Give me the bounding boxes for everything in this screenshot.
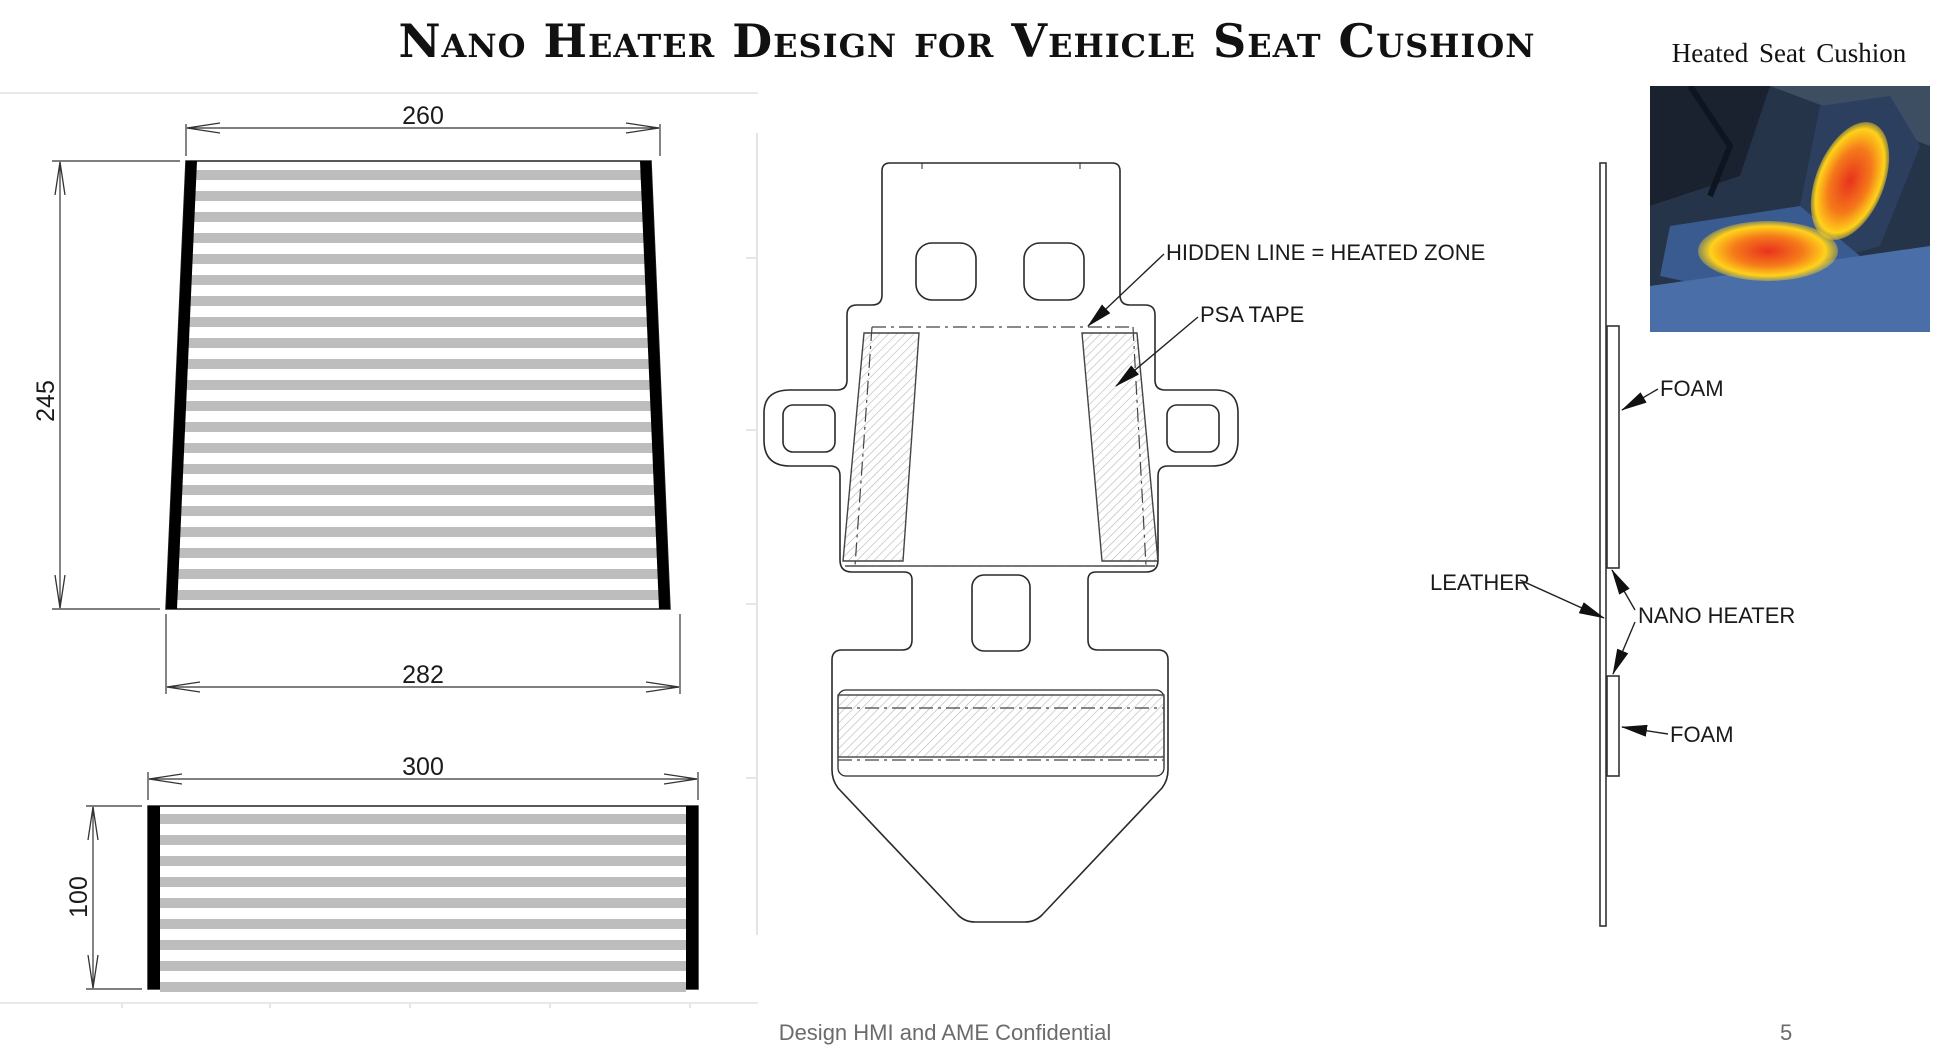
heater-stripe	[166, 569, 670, 579]
seat-layout	[763, 162, 1239, 923]
slide-title: Nano Heater Design for Vehicle Seat Cush…	[398, 14, 1536, 68]
heater-stripe	[166, 317, 670, 327]
photo-caption: Heated Seat Cushion	[1671, 38, 1907, 68]
hidden-line-callout: HIDDEN LINE = HEATED ZONE	[1166, 240, 1485, 265]
heater-stripe	[160, 961, 686, 971]
trapezoid-height-label: 245	[32, 380, 60, 422]
leather-callout: LEATHER	[1430, 570, 1530, 595]
heater-stripe	[166, 590, 670, 600]
trapezoid-left-electrode	[166, 161, 197, 609]
heater-stripe	[166, 275, 670, 285]
cross-section	[1599, 162, 1620, 927]
foam-top-callout: FOAM	[1660, 376, 1724, 401]
heater-rectangle	[147, 805, 699, 992]
heater-trapezoid-stripes	[166, 170, 670, 600]
foam-layer-bottom	[1606, 675, 1620, 777]
heater-stripe	[166, 485, 670, 495]
heater-stripe	[166, 422, 670, 432]
footer-confidential: Design HMI and AME Confidential	[778, 1020, 1112, 1045]
nano-heater-callout: NANO HEATER	[1638, 603, 1795, 628]
heater-stripe	[166, 359, 670, 369]
heater-stripe	[160, 856, 686, 866]
heater-stripe	[166, 233, 670, 243]
heater-stripe	[166, 380, 670, 390]
psa-tape-bottom	[837, 694, 1165, 758]
heater-stripe	[166, 254, 670, 264]
heater-stripe	[166, 338, 670, 348]
heater-stripe	[160, 982, 686, 992]
heater-stripe	[166, 401, 670, 411]
heater-stripe	[166, 443, 670, 453]
heater-stripe	[160, 940, 686, 950]
heater-stripe	[166, 527, 670, 537]
trapezoid-bottom-width-label: 282	[402, 661, 444, 689]
psa-tape-left	[842, 332, 920, 562]
heater-stripe	[166, 506, 670, 516]
rectangle-width-label: 300	[402, 753, 444, 781]
heater-trapezoid	[165, 160, 671, 610]
foam-bottom-callout: FOAM	[1670, 722, 1734, 747]
heater-stripe	[160, 877, 686, 887]
rectangle-right-electrode	[686, 806, 698, 989]
heater-stripe	[160, 919, 686, 929]
heater-stripe	[160, 898, 686, 908]
trapezoid-right-electrode	[640, 161, 670, 609]
heater-stripe	[166, 464, 670, 474]
heater-stripe	[166, 296, 670, 306]
rectangle-height-label: 100	[65, 876, 93, 918]
leather-layer	[1599, 162, 1607, 927]
psa-tape-callout: PSA TAPE	[1200, 302, 1304, 327]
heater-stripe	[166, 170, 670, 180]
heater-stripe	[160, 814, 686, 824]
psa-tape-right	[1081, 332, 1159, 562]
heater-stripe	[166, 548, 670, 558]
page-number: 5	[1780, 1020, 1793, 1045]
heater-stripe	[160, 835, 686, 845]
rectangle-left-electrode	[148, 806, 160, 989]
trapezoid-top-width-label: 260	[402, 102, 444, 130]
heater-stripe	[166, 191, 670, 201]
heated-seat-photo	[1650, 86, 1930, 332]
heater-stripe	[166, 212, 670, 222]
heater-rectangle-stripes	[160, 814, 686, 992]
foam-layer-top	[1606, 325, 1620, 569]
